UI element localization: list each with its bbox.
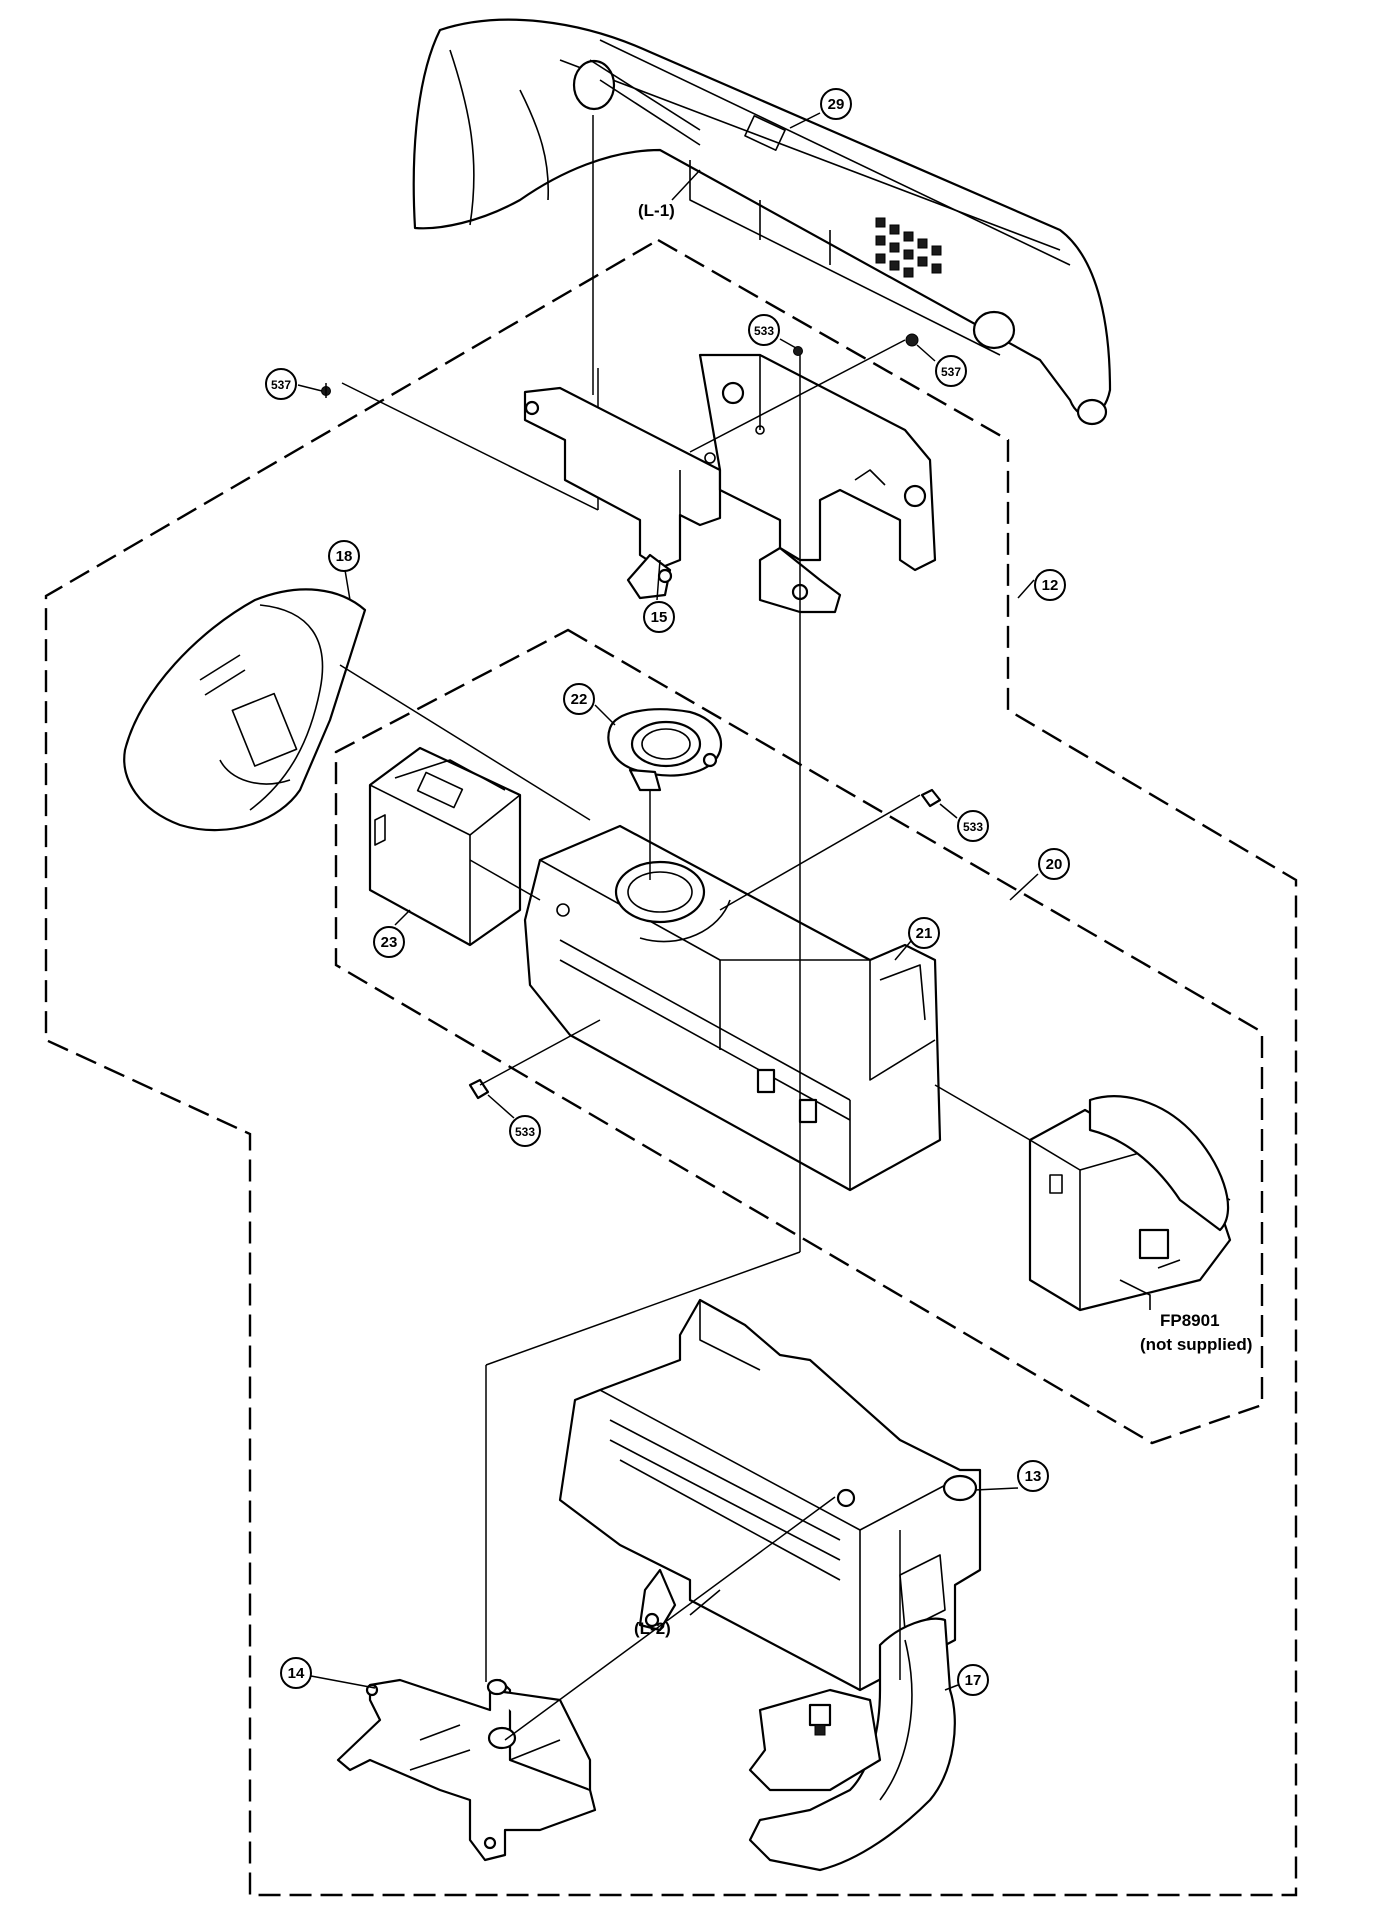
svg-text:533: 533 bbox=[754, 324, 774, 338]
align-line-screw533-bottom bbox=[479, 1019, 601, 1086]
svg-text:17: 17 bbox=[965, 1672, 982, 1689]
main-chassis-part-21 bbox=[523, 824, 942, 1192]
svg-text:533: 533 bbox=[515, 1125, 535, 1139]
callout-533-bottom: 533 bbox=[509, 1115, 541, 1147]
callout-12: 12 bbox=[1034, 569, 1066, 601]
svg-text:18: 18 bbox=[336, 548, 353, 565]
callout-17: 17 bbox=[957, 1664, 989, 1696]
assembly-20-boundary bbox=[334, 628, 1264, 1445]
callout-21: 21 bbox=[908, 917, 940, 949]
lower-case-part-13 bbox=[558, 1298, 982, 1692]
leader-l1 bbox=[671, 169, 701, 201]
leader-537-left bbox=[297, 384, 323, 392]
leader-533-mid bbox=[939, 803, 958, 819]
flex-cable-part-17 bbox=[748, 1617, 956, 1872]
callout-20: 20 bbox=[1038, 848, 1070, 880]
side-panel-part-18 bbox=[123, 588, 367, 832]
svg-text:533: 533 bbox=[963, 820, 983, 834]
svg-text:537: 537 bbox=[941, 365, 961, 379]
callout-13: 13 bbox=[1017, 1460, 1049, 1492]
leader-fp8901 bbox=[1157, 1259, 1181, 1269]
svg-text:23: 23 bbox=[381, 934, 398, 951]
screw-533-bottom bbox=[468, 1078, 490, 1100]
screw-537-right bbox=[905, 333, 919, 347]
leader-23 bbox=[394, 909, 411, 926]
svg-text:14: 14 bbox=[288, 1665, 305, 1682]
callout-29: 29 bbox=[820, 88, 852, 120]
align-line-21-to-connector bbox=[934, 1084, 1031, 1141]
align-line-to-14 bbox=[485, 1251, 801, 1366]
callout-533-mid: 533 bbox=[957, 810, 989, 842]
leader-14 bbox=[310, 1675, 376, 1689]
screw-537-left-line bbox=[341, 382, 599, 511]
leader-533-bottom bbox=[487, 1094, 515, 1119]
svg-text:13: 13 bbox=[1025, 1468, 1042, 1485]
svg-text:15: 15 bbox=[651, 609, 668, 626]
bracket-part-14 bbox=[336, 1678, 597, 1862]
leader-20 bbox=[1009, 873, 1039, 901]
ring-part-22 bbox=[607, 708, 723, 792]
svg-text:537: 537 bbox=[271, 378, 291, 392]
screw-533-mid bbox=[920, 788, 942, 808]
connector-note-label: (not supplied) bbox=[1140, 1335, 1252, 1354]
screw-533-top bbox=[793, 346, 803, 356]
callout-15: 15 bbox=[643, 601, 675, 633]
callout-533-top: 533 bbox=[748, 314, 780, 346]
align-line-screw537-right bbox=[689, 339, 906, 453]
top-cover-vent-pattern bbox=[875, 217, 942, 278]
svg-text:29: 29 bbox=[828, 96, 845, 113]
align-line-screw533-mid bbox=[719, 794, 921, 911]
svg-text:20: 20 bbox=[1046, 856, 1063, 873]
assembly-12-boundary bbox=[44, 238, 1298, 1897]
leader-533-top bbox=[779, 338, 797, 349]
screw-537-left bbox=[321, 383, 331, 398]
align-line-18-to-23 bbox=[339, 664, 591, 821]
callout-14: 14 bbox=[280, 1657, 312, 1689]
leader-12 bbox=[1017, 579, 1035, 599]
leader-18 bbox=[344, 569, 351, 601]
bracket-part-15 bbox=[523, 353, 937, 614]
leader-29 bbox=[789, 112, 821, 129]
align-line-13-to-14 bbox=[504, 1496, 836, 1741]
lock-label-l1: (L-1) bbox=[638, 201, 675, 220]
callout-537-left: 537 bbox=[265, 368, 297, 400]
leader-537-right bbox=[916, 344, 936, 362]
connector-id-label: FP8901 bbox=[1160, 1311, 1220, 1330]
leader-l2 bbox=[689, 1589, 721, 1616]
align-line-23-to-21 bbox=[469, 859, 541, 901]
svg-text:22: 22 bbox=[571, 691, 588, 708]
leader-17 bbox=[944, 1684, 959, 1691]
leader-22 bbox=[594, 704, 616, 726]
svg-text:21: 21 bbox=[916, 925, 933, 942]
leader-13 bbox=[974, 1487, 1019, 1491]
svg-text:12: 12 bbox=[1042, 577, 1059, 594]
connector-fp8901 bbox=[1028, 1095, 1232, 1312]
top-cover-part bbox=[412, 18, 1112, 426]
callout-18: 18 bbox=[328, 540, 360, 572]
lock-label-l2: (L-2) bbox=[634, 1619, 671, 1638]
block-part-23 bbox=[368, 746, 522, 947]
callout-23: 23 bbox=[373, 926, 405, 958]
leader-21 bbox=[894, 940, 912, 961]
callout-22: 22 bbox=[563, 683, 595, 715]
callout-537-right: 537 bbox=[935, 355, 967, 387]
leader-15 bbox=[656, 559, 661, 601]
